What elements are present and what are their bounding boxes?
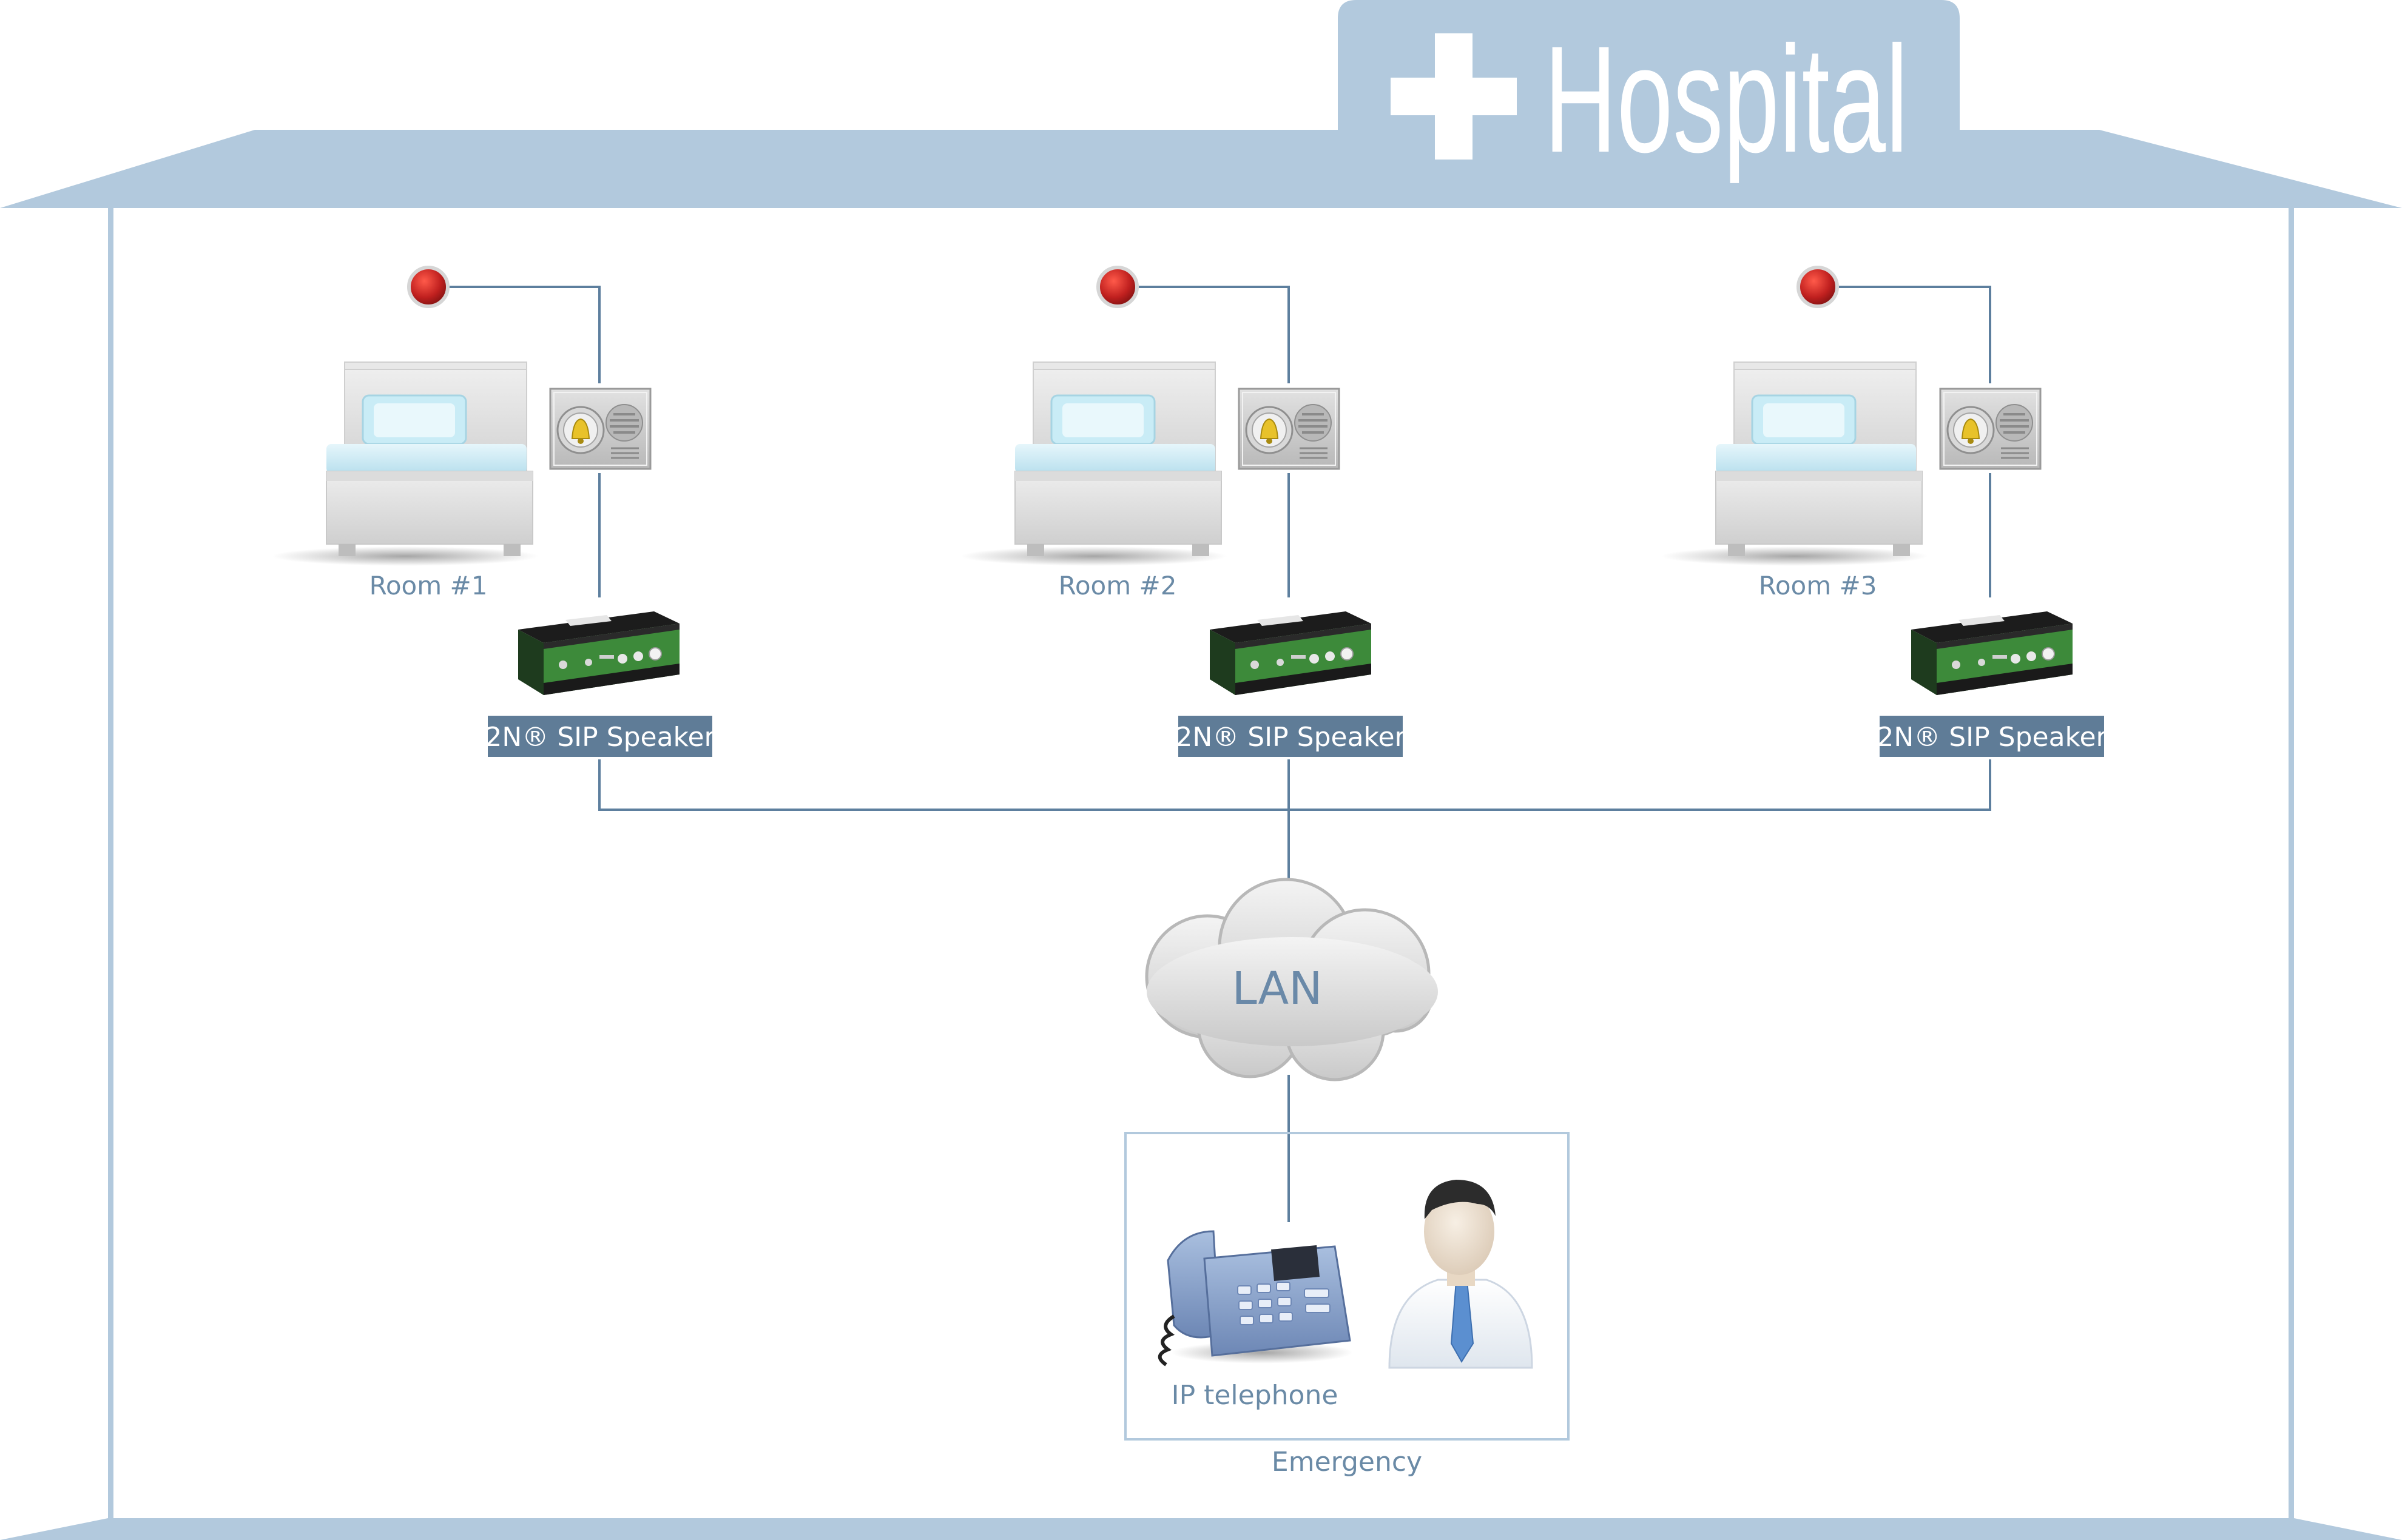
sip-speaker-device-icon [518, 611, 680, 696]
device-label-box [1880, 716, 2104, 757]
operator-person-icon [1388, 1180, 1533, 1369]
room-label: Room #1 [369, 571, 488, 600]
ip-telephone-label: IP telephone [1172, 1380, 1338, 1411]
alarm-light-icon [1096, 266, 1139, 308]
emergency-area: IP telephone Emergency [1124, 1132, 1570, 1478]
device-label: 2N® SIP Speaker [485, 722, 715, 753]
alarm-light-icon [407, 266, 450, 308]
room-3: Room #3 2N® SIP Speaker [1660, 266, 2108, 757]
sip-speaker-device-icon [1911, 611, 2073, 696]
lan-label: LAN [1232, 963, 1323, 1015]
header: Hospital [1391, 15, 1908, 184]
medical-cross-icon [1391, 33, 1517, 160]
building-right-wall [2289, 208, 2294, 1518]
room-2: Room #2 2N® SIP Speaker [959, 266, 1406, 757]
emergency-box [1124, 1132, 1570, 1441]
building-left-wall [108, 208, 113, 1518]
device-label-box [488, 716, 712, 757]
device-label-box [1178, 716, 1403, 757]
sip-speaker-device-icon [1209, 611, 1372, 696]
room-1: Room #1 2N® SIP Speaker [271, 266, 716, 757]
room-label: Room #3 [1759, 571, 1877, 600]
bed-icon [271, 361, 540, 567]
call-button-panel-icon [1939, 388, 2042, 470]
building-floor [0, 1518, 2402, 1540]
bed-icon [1660, 361, 1929, 567]
room-label: Room #2 [1059, 571, 1177, 600]
device-label: 2N® SIP Speaker [1175, 722, 1406, 753]
lan-cloud: LAN [1145, 878, 1438, 1081]
building-roof [0, 0, 2402, 208]
call-button-panel-icon [549, 388, 652, 470]
hospital-title: Hospital [1544, 15, 1908, 184]
emergency-label: Emergency [1272, 1447, 1422, 1478]
bed-icon [959, 361, 1229, 567]
network-wires [448, 286, 1991, 1222]
alarm-light-icon [1796, 266, 1839, 308]
call-button-panel-icon [1238, 388, 1340, 470]
ip-telephone-icon [1158, 1230, 1353, 1367]
device-label: 2N® SIP Speaker [1877, 722, 2107, 753]
